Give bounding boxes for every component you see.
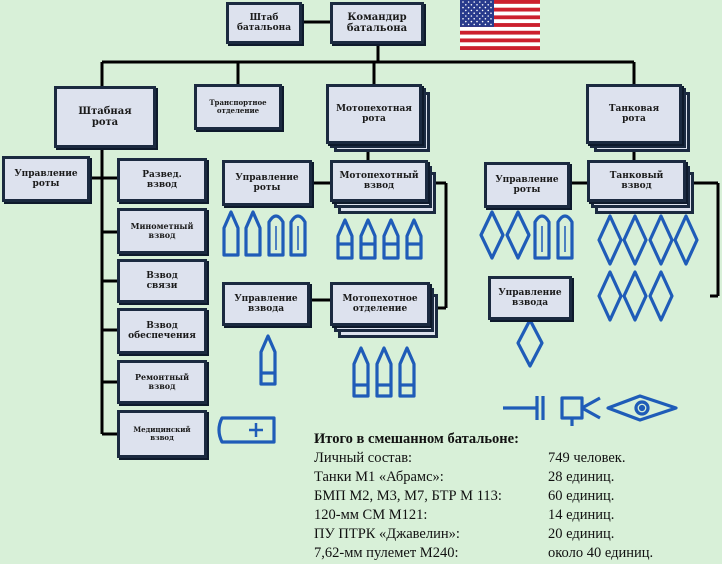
mech-squad-box: Мотопехотное отделение	[330, 282, 430, 326]
mech-platoon-mgmt-box: Управление взвода	[222, 282, 310, 326]
tank-platoon-label: Танковый взвод	[609, 170, 664, 191]
hq-company-mgmt-box: Управление роты	[2, 156, 90, 202]
transport-section-box: Транспортное отделение	[194, 84, 282, 130]
summary-row: 7,62-мм пулемет М240: около 40 единиц.	[314, 544, 714, 563]
hq-company-box: Штабная рота	[54, 86, 156, 148]
summary-value: около 40 единиц.	[548, 545, 654, 561]
antitank-launcher-icon	[560, 396, 601, 426]
hq-company-mgmt-label: Управление роты	[14, 168, 78, 189]
repair-platoon-label: Ремонтный взвод	[134, 371, 189, 391]
mortar-platoon-box: Минометный взвод	[117, 208, 207, 254]
tank-company-mgmt-label: Управление роты	[495, 174, 559, 195]
summary-row: БМП М2, М3, М7, БТР М 113: 60 единиц.	[314, 487, 714, 506]
medical-platoon-box: Медицинский взвод	[117, 410, 207, 458]
summary-row: 120-мм СМ М121: 14 единиц.	[314, 506, 714, 525]
squad-symbols	[352, 346, 416, 398]
mortar-platoon-label: Минометный взвод	[130, 220, 194, 240]
ambulance-symbol	[217, 416, 276, 444]
signal-platoon-box: Взвод связи	[117, 259, 207, 303]
support-platoon-box: Взвод обеспечения	[117, 308, 207, 354]
recon-platoon-label: Развед. взвод	[142, 169, 182, 190]
hq-company-label: Штабная рота	[78, 105, 132, 129]
machine-gun-icon	[606, 394, 678, 422]
mech-company-label: Мотопехотная рота	[336, 103, 412, 124]
battalion-summary: Итого в смешанном батальоне: Личный сост…	[314, 430, 714, 563]
tank-company-label: Танковая рота	[608, 103, 660, 124]
platoon-mgmt-symbol	[259, 334, 277, 386]
summary-row: Танки М1 «Абрамс»: 28 единиц.	[314, 468, 714, 487]
summary-value: 20 единиц.	[548, 526, 615, 542]
tank-symbols	[597, 214, 699, 322]
battalion-staff-label: Штаб батальона	[236, 12, 292, 33]
bmp-platoon-symbols	[336, 218, 423, 260]
signal-platoon-label: Взвод связи	[146, 270, 178, 291]
tank-platoon-mgmt-label: Управление взвода	[498, 287, 562, 308]
transport-section-label: Транспортное отделение	[209, 97, 267, 115]
support-platoon-label: Взвод обеспечения	[128, 320, 196, 341]
tank-company-box: Танковая рота	[586, 84, 682, 144]
summary-row: Личный состав: 749 человек.	[314, 449, 714, 468]
summary-value: 749 человек.	[548, 450, 626, 466]
us-flag-icon	[460, 0, 540, 50]
mech-company-mgmt-box: Управление роты	[222, 160, 312, 206]
summary-label: Танки М1 «Абрамс»:	[314, 469, 444, 485]
repair-platoon-box: Ремонтный взвод	[117, 360, 207, 404]
summary-value: 28 единиц.	[548, 469, 615, 485]
tank-platoon-mgmt-symbol	[516, 318, 544, 368]
mech-platoon-box: Мотопехотный взвод	[330, 160, 428, 202]
summary-label: 120-мм СМ М121:	[314, 507, 428, 523]
summary-label: ПУ ПТРК «Джавелин»:	[314, 526, 460, 542]
tank-platoon-box: Танковый взвод	[587, 160, 686, 202]
tank-company-mgmt-box: Управление роты	[484, 162, 570, 208]
summary-row: ПУ ПТРК «Джавелин»: 20 единиц.	[314, 525, 714, 544]
summary-label: 7,62-мм пулемет М240:	[314, 545, 459, 561]
bmp-symbol-group	[222, 210, 307, 257]
tank-mgmt-symbols	[479, 210, 574, 260]
mech-platoon-mgmt-label: Управление взвода	[234, 293, 298, 314]
mortar-icon	[503, 396, 545, 420]
battalion-commander-label: Командир батальона	[346, 11, 408, 35]
summary-title: Итого в смешанном батальоне:	[314, 431, 519, 447]
recon-platoon-box: Развед. взвод	[117, 158, 207, 202]
vehicle-symbols	[217, 210, 699, 444]
connector-lines	[90, 20, 720, 436]
mech-squad-label: Мотопехотное отделение	[342, 293, 418, 314]
summary-label: БМП М2, М3, М7, БТР М 113:	[314, 488, 502, 504]
mech-company-mgmt-label: Управление роты	[235, 172, 299, 193]
battalion-commander-box: Командир батальона	[330, 2, 424, 44]
mech-platoon-label: Мотопехотный взвод	[339, 170, 419, 191]
summary-label: Личный состав:	[314, 450, 413, 466]
battalion-staff-box: Штаб батальона	[226, 2, 302, 44]
tank-platoon-mgmt-box: Управление взвода	[488, 276, 572, 320]
medical-platoon-label: Медицинский взвод	[133, 424, 191, 442]
summary-value: 60 единиц.	[548, 488, 615, 504]
summary-value: 14 единиц.	[548, 507, 615, 523]
mech-company-box: Мотопехотная рота	[326, 84, 422, 144]
